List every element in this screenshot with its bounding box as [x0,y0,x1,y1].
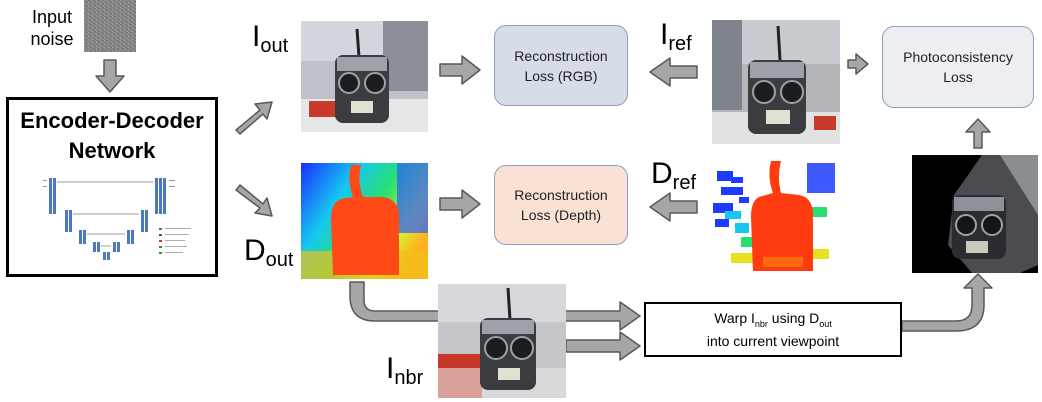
d-out-label: Dout [244,234,293,277]
warp-box: Warp Inbr using Dout into current viewpo… [644,302,902,357]
arrow-warped-to-photo-loss [965,118,991,149]
warp-line2: into current viewpoint [706,333,840,350]
input-label-line2: noise [30,29,74,49]
warp-text-b: using D [767,309,820,326]
arrow-iref-to-photo-loss [847,53,869,75]
arrow-dout-to-warp [349,281,641,331]
arrow-dref-to-depth-loss [649,192,698,222]
arrow-iref-to-rgb-loss [649,57,698,87]
input-label-line1: Input [31,7,73,27]
arrow-network-to-iout [235,101,273,135]
encoder-decoder-network-box: Encoder-Decoder Network [6,97,218,277]
arrow-noise-to-network [95,59,125,93]
i-out-base: I [252,20,261,53]
photo-loss-line2: Loss [943,69,973,85]
d-ref-label: Dref [651,157,696,200]
depth-loss-line1: Reconstruction [514,187,608,203]
arrow-warp-to-warped-image [901,273,993,332]
i-nbr-label: Inbr [386,352,423,395]
i-nbr-sub: nbr [394,367,424,389]
warp-line1: Warp Inbr using Dout [714,309,832,333]
i-nbr-image [438,284,566,398]
warp-sub-b: out [819,318,832,329]
i-ref-label: Iref [660,18,692,61]
i-ref-image [712,20,840,144]
input-noise-image [84,0,136,52]
rgb-loss-line2: Loss (RGB) [524,67,598,84]
arrow-dout-to-depth-loss [439,189,481,219]
i-out-image [301,21,428,132]
reconstruction-loss-rgb-box: Reconstruction Loss (RGB) [494,25,628,106]
d-out-depth-image [301,163,428,279]
network-title: Encoder-Decoder Network [9,106,215,166]
d-ref-base: D [651,157,673,190]
i-nbr-base: I [386,352,395,385]
rgb-loss-line1: Reconstruction [514,47,608,64]
i-out-sub: out [260,35,289,57]
network-title-line2: Network [68,138,156,163]
i-ref-base: I [660,18,669,51]
input-noise-label: Input noise [16,6,88,50]
reconstruction-loss-depth-box: Reconstruction Loss (Depth) [494,165,628,245]
i-out-label: Iout [252,20,288,63]
warp-text-a: Warp I [714,309,755,326]
photoconsistency-loss-box: Photoconsistency Loss [882,26,1034,108]
d-ref-depth-image [711,157,841,275]
warped-image [912,155,1038,273]
arrow-iout-to-rgb-loss [439,55,481,85]
photo-loss-line1: Photoconsistency [903,49,1013,65]
network-title-line1: Encoder-Decoder [20,108,204,133]
d-out-sub: out [265,249,294,271]
warp-sub-a: nbr [754,318,768,329]
d-ref-sub: ref [672,172,697,194]
i-ref-sub: ref [668,33,692,55]
d-out-base: D [244,234,266,267]
unet-architecture-diagram [43,178,191,260]
arrow-inbr-to-warp [565,331,641,361]
depth-loss-line2: Loss (Depth) [520,207,602,223]
arrow-network-to-dout [235,184,273,217]
